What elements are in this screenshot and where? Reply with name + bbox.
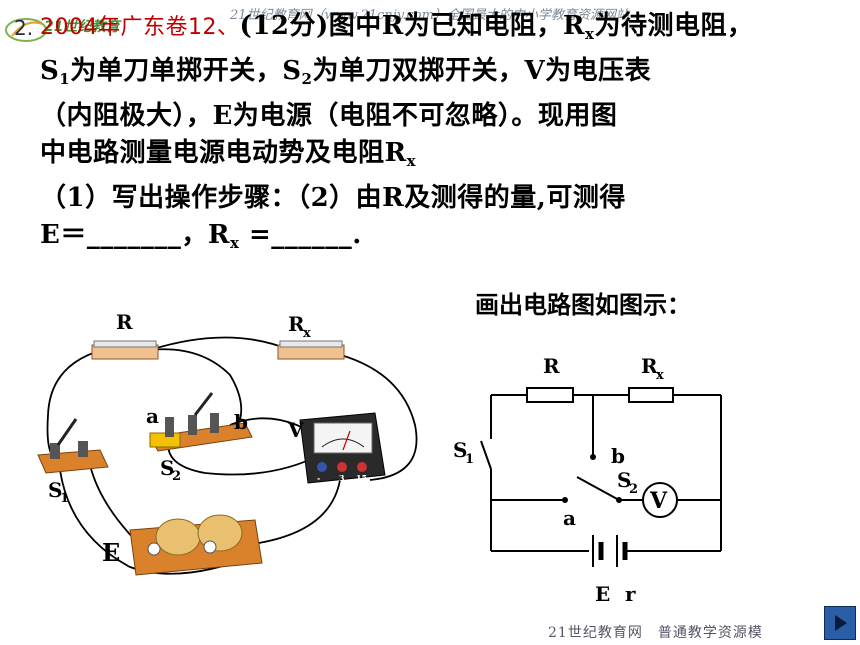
switch-s2-board [149, 392, 253, 452]
schematic-wires [490, 394, 722, 552]
schematic-label-b: b [611, 444, 625, 468]
battery-box [129, 514, 263, 576]
diagram-caption: 画出电路图如图示： [475, 290, 691, 319]
schematic-label-a: a [563, 506, 576, 530]
schematic-label-r-internal: r [625, 582, 636, 606]
schematic-resistor-r [526, 387, 574, 403]
photo-label-b: b [234, 410, 248, 434]
photo-label-s1: S [48, 478, 62, 502]
question-line-5: （1）写出操作步骤：（2）由R及测得的量,可测得 [40, 183, 626, 213]
photo-label-s1-sub: 1 [60, 491, 69, 506]
voltmeter-device: - 3 15 [299, 412, 386, 484]
photo-label-rx: R [288, 312, 305, 336]
photo-label-s2: S [160, 456, 174, 480]
schematic-label-v: V [649, 488, 668, 514]
resistor-rx-board [277, 340, 345, 360]
schematic-switch-s1 [480, 440, 492, 470]
site-logo [4, 14, 104, 44]
question-line-4: 中电路测量电源电动势及电阻Rx [40, 138, 417, 170]
schematic-battery [592, 535, 628, 567]
meter-3-label: 3 [339, 473, 345, 483]
schematic-label-s2: S [617, 468, 631, 492]
apparatus-illustration: - 3 15 R R x a b V S 2 S 1 E [37, 310, 418, 576]
schematic-label-r: R [543, 354, 560, 378]
site-watermark: 21世纪教育网（www.21cnjy.com）全国最大的中小学教育资源网站 [230, 8, 629, 23]
question-line-2: S1为单刀单掷开关，S2为单刀双掷开关，V为电压表 [40, 56, 652, 88]
schematic-voltmeter [642, 482, 678, 518]
question-line-6: E＝_______，Rx =______. [40, 220, 362, 252]
schematic-label-e: E [595, 582, 610, 606]
photo-label-r: R [116, 310, 133, 334]
photo-label-e: E [102, 538, 120, 567]
resistor-r-board [91, 340, 159, 360]
question-text: 2004年广东卷12、(12分)图中R为已知电阻，Rx为待测电阻， S1为单刀单… [40, 8, 840, 262]
circuit-schematic: V R R x S 1 b S 2 a E r [453, 354, 722, 606]
photo-label-rx-sub: x [303, 326, 311, 341]
meter-15-label: 15 [356, 473, 367, 483]
photo-label-v: V [287, 418, 304, 442]
schematic-switch-s2 [562, 454, 622, 503]
schematic-label-rx-sub: x [656, 368, 664, 383]
question-source: 2004年广东卷12、 [40, 15, 240, 40]
footer-watermark: 21世纪教育网 普通教学资源模 [548, 625, 763, 641]
schematic-label-s2-sub: 2 [629, 482, 638, 497]
question-line-3: （内阻极大），E为电源（电阻不可忽略）。现用图 [40, 101, 618, 131]
meter-minus-label: - [317, 473, 320, 483]
photo-label-a: a [146, 404, 159, 428]
logo-text: 21世纪教育 [44, 19, 120, 35]
schematic-resistor-rx [628, 387, 674, 403]
photo-label-s2-sub: 2 [172, 469, 181, 484]
switch-s1-board [37, 418, 109, 474]
question-number: 2. [14, 16, 34, 40]
play-arrow-icon [835, 615, 847, 631]
schematic-label-s1: S [453, 438, 467, 462]
schematic-label-s1-sub: 1 [465, 452, 474, 467]
next-slide-button[interactable] [824, 606, 856, 640]
schematic-label-rx: R [641, 354, 658, 378]
question-line-1: 2004年广东卷12、(12分)图中R为已知电阻，Rx为待测电阻， [40, 11, 754, 43]
